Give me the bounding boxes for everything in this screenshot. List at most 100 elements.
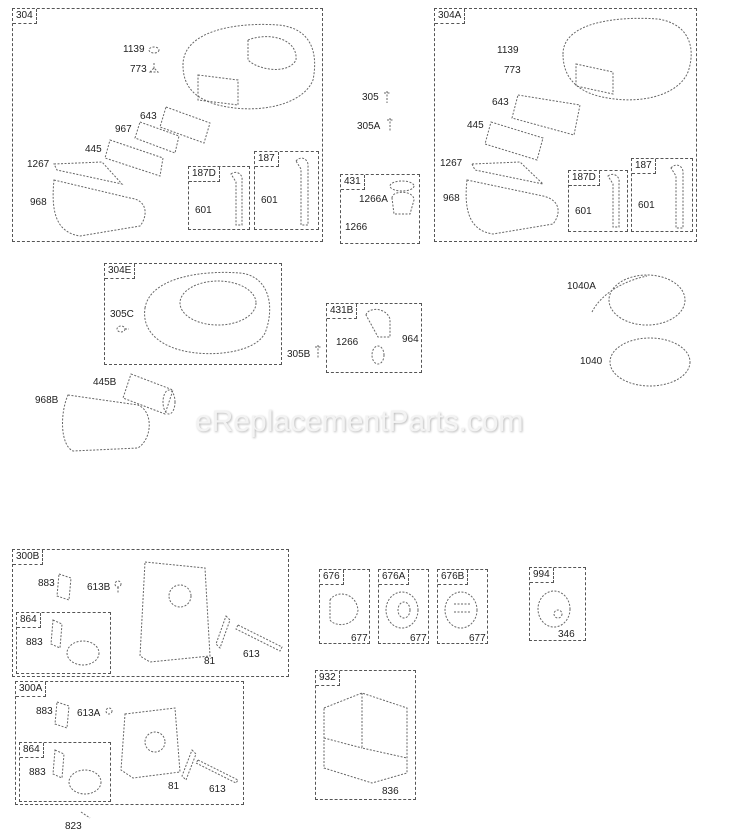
part-label: 677	[410, 633, 427, 644]
part-label: 1266A	[359, 194, 388, 205]
blower-housing-icon	[144, 271, 271, 355]
screw-icon	[114, 580, 122, 593]
gasket-icon	[50, 619, 100, 666]
group-tag: 187	[255, 152, 279, 167]
part-label: 613B	[87, 582, 111, 593]
bolt-icon	[315, 345, 321, 359]
part-label: 1267	[440, 158, 463, 169]
muffler-icon	[120, 707, 181, 779]
filter-element-icon	[104, 139, 164, 177]
part-label: 305A	[357, 121, 381, 132]
group-tag: 994	[530, 568, 554, 583]
part-label: 305	[362, 92, 379, 103]
screw-icon	[80, 811, 91, 819]
group-676B: 676B	[437, 569, 488, 644]
group-tag: 187D	[569, 171, 600, 186]
part-label: 1040A	[567, 281, 596, 292]
part-label: 1266	[336, 337, 359, 348]
cover-icon	[511, 94, 581, 136]
part-label: 883	[29, 767, 46, 778]
part-label: 643	[492, 97, 509, 108]
part-label: 445	[85, 144, 102, 155]
part-label: 968B	[35, 395, 59, 406]
group-tag: 864	[17, 613, 41, 628]
part-label: 81	[168, 781, 180, 792]
group-tag: 431B	[327, 304, 358, 319]
group-994: 994	[529, 567, 586, 641]
part-label: 613	[209, 784, 226, 795]
bolt-icon	[387, 118, 393, 132]
group-187: 187	[254, 151, 319, 230]
blower-housing-icon	[182, 23, 316, 110]
part-label: 883	[36, 706, 53, 717]
guard-icon	[329, 593, 359, 626]
bracket-icon	[181, 749, 197, 781]
part-label: 967	[115, 124, 132, 135]
screw-icon	[116, 325, 129, 333]
part-label: 1266	[345, 222, 368, 233]
part-label: 968	[30, 197, 47, 208]
part-label: 677	[469, 633, 486, 644]
shroud-frame-icon	[323, 692, 408, 784]
part-label: 601	[195, 205, 212, 216]
deflector-icon	[195, 759, 239, 784]
tube-icon	[295, 157, 309, 226]
group-tag: 431	[341, 175, 365, 190]
guard-icon	[385, 591, 419, 629]
part-label: 81	[204, 656, 216, 667]
part-label: 613	[243, 649, 260, 660]
filter-cartridge-icon	[122, 373, 176, 415]
group-tag: 187	[632, 159, 656, 174]
screw-icon	[105, 707, 113, 715]
group-tag: 932	[316, 671, 340, 686]
elbow-icon	[365, 309, 391, 365]
part-label: 883	[38, 578, 55, 589]
part-label: 964	[402, 334, 419, 345]
tube-icon	[670, 164, 684, 229]
group-676: 676	[319, 569, 370, 644]
group-tag: 676B	[438, 570, 469, 585]
blower-housing-icon	[562, 17, 692, 101]
precleaner-icon	[62, 394, 150, 452]
group-187D: 187D	[188, 166, 250, 230]
group-tag: 300B	[13, 550, 44, 565]
group-300A: 300A	[15, 681, 244, 805]
part-label: 968	[443, 193, 460, 204]
cover-icon	[159, 106, 211, 144]
group-676A: 676A	[378, 569, 429, 644]
gasket-icon	[52, 749, 102, 795]
group-431: 431	[340, 174, 420, 244]
part-label: 1267	[27, 159, 50, 170]
air-cleaner-cover-icon	[465, 179, 559, 235]
part-label: 601	[575, 206, 592, 217]
tube-icon	[607, 173, 620, 228]
part-label: 773	[504, 65, 521, 76]
air-cleaner-cover-icon	[52, 179, 146, 237]
part-label: 1139	[123, 44, 145, 55]
part-label: 677	[351, 633, 368, 644]
deflector-icon	[235, 624, 283, 652]
group-187D: 187D	[568, 170, 628, 232]
muffler-icon	[139, 561, 211, 663]
group-tag: 864	[20, 743, 44, 758]
part-label: 305B	[287, 349, 311, 360]
seal-icon	[471, 161, 545, 185]
bolt-icon	[384, 91, 390, 103]
group-304E: 304E	[104, 263, 282, 365]
group-tag: 676	[320, 570, 344, 585]
part-label: 836	[382, 786, 399, 797]
gasket-icon	[56, 573, 72, 601]
part-label: 823	[65, 821, 82, 832]
group-tag: 304A	[435, 9, 466, 24]
part-label: 445B	[93, 377, 117, 388]
seal-icon	[53, 161, 124, 185]
part-label: 305C	[110, 309, 134, 320]
group-187: 187	[631, 158, 693, 232]
group-tag: 304E	[105, 264, 136, 279]
group-431B: 431B	[326, 303, 422, 373]
part-label: 346	[558, 629, 575, 640]
part-label: 883	[26, 637, 43, 648]
part-label: 643	[140, 111, 157, 122]
group-tag: 300A	[16, 682, 47, 697]
part-label: 445	[467, 120, 484, 131]
